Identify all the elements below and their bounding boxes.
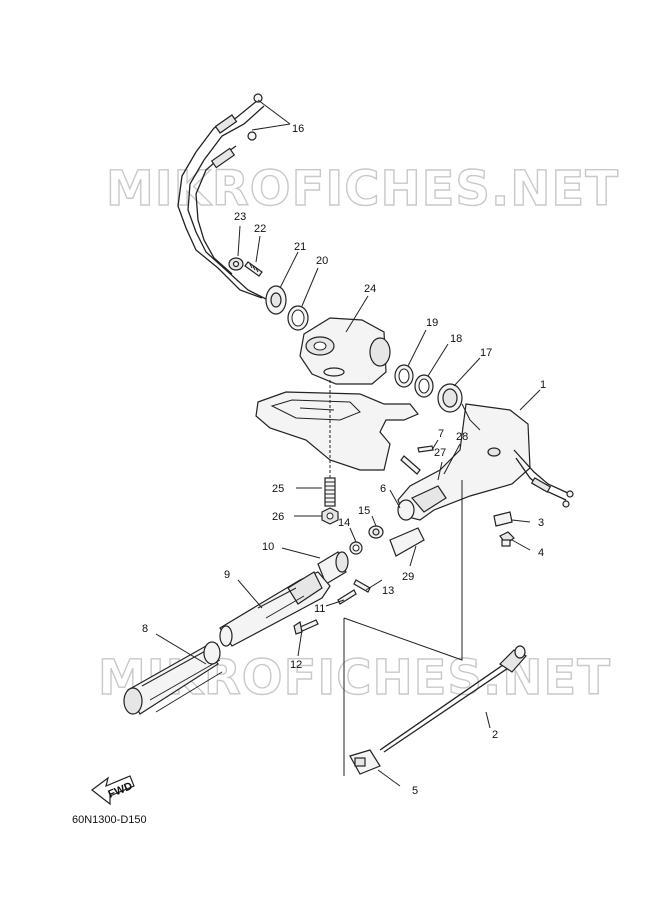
callout-14: 14 bbox=[338, 517, 350, 529]
screw-11 bbox=[337, 589, 357, 605]
pin-6 bbox=[400, 455, 421, 475]
callout-24: 24 bbox=[364, 283, 376, 295]
callout-28: 28 bbox=[456, 431, 468, 443]
washer-14 bbox=[349, 541, 363, 555]
grommet-21 bbox=[265, 285, 287, 315]
callout-3: 3 bbox=[538, 517, 544, 529]
callout-15: 15 bbox=[358, 505, 370, 517]
callout-13: 13 bbox=[382, 585, 394, 597]
throttle-shaft-9 bbox=[219, 571, 331, 647]
base-plate bbox=[255, 391, 419, 471]
clip-3 bbox=[493, 511, 513, 527]
callout-25: 25 bbox=[272, 483, 284, 495]
nut-23 bbox=[228, 257, 244, 271]
steering-handle-arm-1 bbox=[397, 403, 574, 521]
fwd-arrow-icon: FWD bbox=[91, 775, 135, 806]
callout-27: 27 bbox=[434, 447, 446, 459]
plate-29 bbox=[389, 527, 425, 557]
callout-23: 23 bbox=[234, 211, 246, 223]
screw-12 bbox=[293, 619, 319, 635]
callout-16: 16 bbox=[292, 123, 304, 135]
washer-18 bbox=[414, 374, 434, 398]
callout-10: 10 bbox=[262, 541, 274, 553]
callout-12: 12 bbox=[290, 659, 302, 671]
callout-26: 26 bbox=[272, 511, 284, 523]
throttle-cable-2 bbox=[379, 645, 527, 753]
fwd-label: FWD bbox=[107, 780, 135, 801]
callout-19: 19 bbox=[426, 317, 438, 329]
callout-11: 11 bbox=[314, 603, 325, 615]
callout-21: 21 bbox=[294, 241, 306, 253]
callout-6: 6 bbox=[380, 483, 386, 495]
cable-assembly-16 bbox=[177, 93, 269, 301]
diagram-code: 60N1300-D150 bbox=[72, 814, 147, 826]
screw-22 bbox=[244, 261, 263, 277]
bushing-15 bbox=[368, 525, 384, 539]
screw-13 bbox=[353, 579, 371, 593]
callout-29: 29 bbox=[402, 571, 414, 583]
leader-lines bbox=[155, 99, 541, 787]
washer-19 bbox=[394, 364, 414, 388]
bushing-17 bbox=[437, 383, 463, 413]
callout-8: 8 bbox=[142, 623, 148, 635]
nut-26 bbox=[321, 507, 339, 525]
assembly-link-line bbox=[343, 480, 463, 776]
screw-7 bbox=[417, 445, 434, 453]
throttle-grip-8 bbox=[123, 641, 223, 715]
watermark-top: MIKROFICHES.NET bbox=[106, 161, 619, 217]
callout-22: 22 bbox=[254, 223, 266, 235]
callout-5: 5 bbox=[412, 785, 418, 797]
clamp-5 bbox=[349, 749, 381, 775]
callout-4: 4 bbox=[538, 547, 544, 559]
stud-bolt-25 bbox=[324, 477, 336, 507]
callout-17: 17 bbox=[480, 347, 492, 359]
cap-10 bbox=[317, 551, 349, 585]
callout-labels: 1 2 3 4 5 6 7 8 9 10 11 12 13 14 15 16 1… bbox=[142, 123, 546, 797]
callout-20: 20 bbox=[316, 255, 328, 267]
callout-18: 18 bbox=[450, 333, 462, 345]
callout-1: 1 bbox=[540, 379, 546, 391]
callout-2: 2 bbox=[492, 729, 498, 741]
bolt-4 bbox=[499, 531, 515, 547]
callout-9: 9 bbox=[224, 569, 230, 581]
handle-bracket-24 bbox=[299, 317, 391, 385]
callout-7: 7 bbox=[438, 428, 444, 440]
washer-20 bbox=[287, 305, 309, 331]
